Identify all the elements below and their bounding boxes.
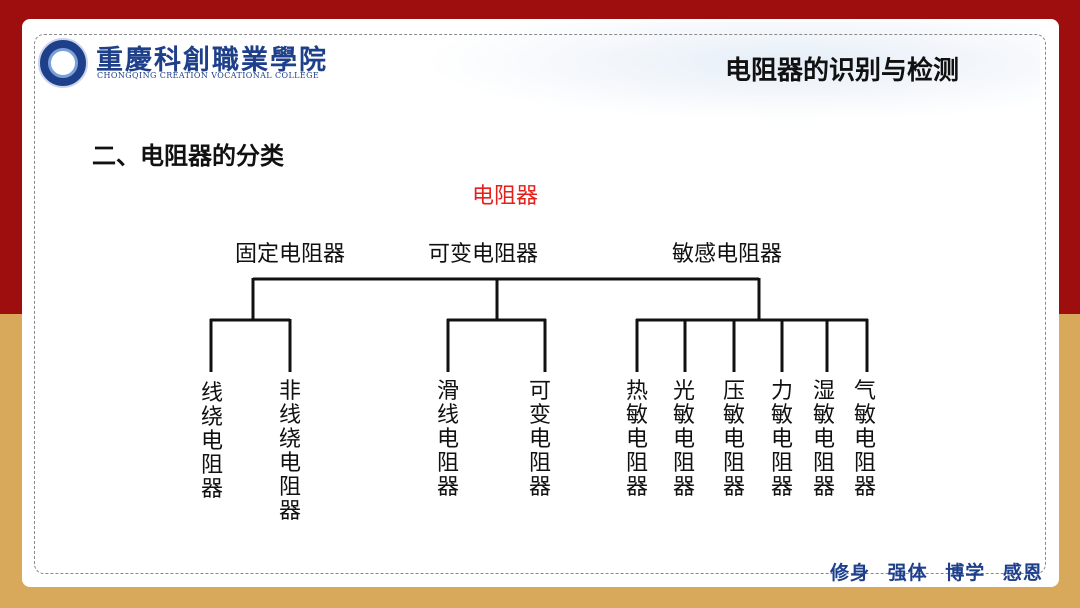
leaf-gas-sensitive-resistor: 气敏电阻器: [853, 379, 876, 500]
leaf-humidity-resistor: 湿敏电阻器: [812, 379, 835, 500]
slide-title: 电阻器的识别与检测: [725, 56, 960, 86]
section-heading: 二、电阻器的分类: [92, 142, 284, 170]
diagram-root-node: 电阻器: [472, 184, 539, 209]
school-motto: 修身 强体 博学 感恩: [830, 558, 1043, 585]
motto-item: 强体: [887, 562, 928, 584]
branch-fixed-resistor: 固定电阻器: [235, 242, 346, 267]
dashed-frame: [34, 34, 1046, 574]
school-seal-logo: [38, 38, 88, 88]
branch-sensitive-resistor: 敏感电阻器: [672, 242, 783, 267]
school-name-en: CHONGQING CREATION VOCATIONAL COLLEGE: [97, 71, 320, 80]
school-name-cn: 重慶科創職業學院: [96, 45, 328, 76]
header-decoration: [420, 22, 1040, 122]
leaf-force-sensitive-resistor: 力敏电阻器: [770, 379, 793, 500]
motto-item: 博学: [945, 562, 986, 584]
leaf-varistor: 压敏电阻器: [722, 379, 745, 500]
leaf-non-wirewound-resistor: 非线绕电阻器: [278, 379, 301, 524]
leaf-slide-wire-resistor: 滑线电阻器: [436, 379, 459, 500]
leaf-variable-resistor: 可变电阻器: [528, 379, 551, 500]
branch-variable-resistor: 可变电阻器: [428, 242, 539, 267]
leaf-thermistor: 热敏电阻器: [625, 379, 648, 500]
motto-item: 感恩: [1002, 562, 1043, 584]
leaf-wirewound-resistor: 线绕电阻器: [200, 381, 223, 502]
motto-item: 修身: [830, 562, 871, 584]
leaf-photoresistor: 光敏电阻器: [672, 379, 695, 500]
